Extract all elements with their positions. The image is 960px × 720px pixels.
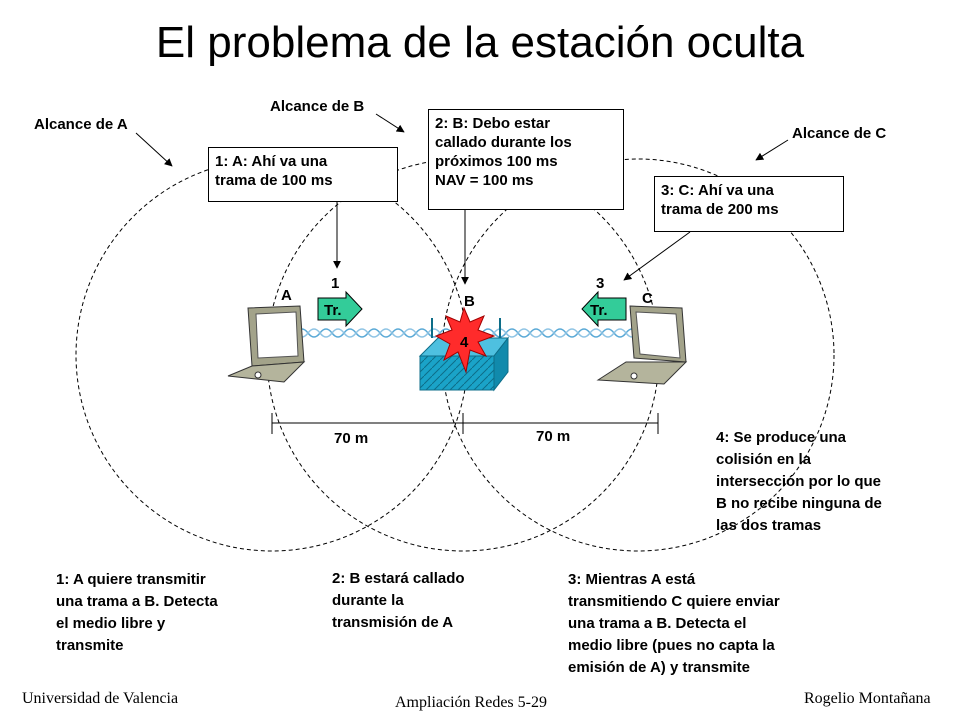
collision-star — [434, 306, 496, 374]
pointer-range-b — [375, 113, 405, 133]
note-step-2-line-2: durante la — [332, 592, 404, 609]
distance-label-left: 70 m — [334, 430, 369, 447]
note-step-3-line-2: transmitiendo C quiere enviar — [568, 593, 780, 610]
note-step-1-line-1: 1: A quiere transmitir — [56, 571, 206, 588]
callout-a-line-1: 1: A: Ahí va una — [215, 153, 328, 170]
footer-right: Rogelio Montañana — [804, 690, 931, 707]
pointer-callout-c — [623, 231, 691, 281]
note-step-1: 1: A quiere transmitir una trama a B. De… — [56, 569, 218, 657]
note-step-3-line-5: emisión de A) y transmite — [568, 659, 750, 676]
range-label-a: Alcance de A — [34, 116, 128, 133]
collision-number: 4 — [460, 334, 469, 351]
note-step-3: 3: Mientras A está transmitiendo C quier… — [568, 569, 780, 679]
laptop-a — [227, 305, 306, 383]
note-collision-line-5: las dos tramas — [716, 517, 822, 534]
pointer-range-a — [135, 132, 173, 167]
pointer-range-c — [755, 139, 789, 161]
note-step-2: 2: B estará callado durante la transmisi… — [332, 568, 465, 634]
note-step-2-line-1: 2: B estará callado — [332, 570, 465, 587]
node-label-b: B — [464, 293, 475, 310]
step-label-a: 1 — [331, 275, 340, 292]
step-label-c: 3 — [596, 275, 605, 292]
note-step-1-line-4: transmite — [56, 637, 124, 654]
range-circle-c — [441, 158, 835, 552]
node-label-c: C — [642, 290, 653, 307]
callout-b-line-3: próximos 100 ms — [435, 153, 558, 170]
callout-c: 3: C: Ahí va una trama de 200 ms — [654, 176, 844, 232]
node-label-a: A — [281, 287, 292, 304]
distance-label-right: 70 m — [536, 428, 571, 445]
callout-b: 2: B: Debo estar callado durante los pró… — [428, 109, 624, 210]
note-step-3-line-1: 3: Mientras A está — [568, 571, 696, 588]
callout-c-line-2: trama de 200 ms — [661, 201, 779, 218]
distance-ruler — [271, 413, 659, 434]
laptop-c — [596, 305, 688, 385]
callout-b-line-2: callado durante los — [435, 134, 572, 151]
footer-center: Ampliación Redes 5-29 — [395, 694, 547, 711]
page-title: El problema de la estación oculta — [155, 18, 805, 67]
access-point-b — [418, 318, 510, 392]
note-step-3-line-4: medio libre (pues no capta la — [568, 637, 775, 654]
footer-left: Universidad de Valencia — [22, 690, 179, 707]
note-collision: 4: Se produce una colisión en la interse… — [716, 427, 882, 537]
note-collision-line-1: 4: Se produce una — [716, 429, 847, 446]
tr-label-a: Tr. — [324, 302, 342, 319]
note-step-3-line-3: una trama a B. Detecta el — [568, 615, 747, 632]
note-collision-line-3: intersección por lo que — [716, 473, 882, 490]
note-step-1-line-2: una trama a B. Detecta — [56, 593, 218, 610]
callout-a: 1: A: Ahí va una trama de 100 ms — [208, 147, 398, 202]
callout-c-line-1: 3: C: Ahí va una — [661, 182, 774, 199]
callout-a-line-2: trama de 100 ms — [215, 172, 333, 189]
transmit-arrow-c — [581, 290, 627, 328]
note-collision-line-2: colisión en la — [716, 451, 812, 468]
range-label-b: Alcance de B — [270, 98, 365, 115]
note-step-2-line-3: transmisión de A — [332, 614, 454, 631]
wireless-link-c-b — [481, 328, 651, 338]
callout-b-line-4: NAV = 100 ms — [435, 172, 534, 189]
transmit-arrow-a — [317, 290, 363, 328]
range-label-c: Alcance de C — [792, 125, 887, 142]
callout-b-line-1: 2: B: Debo estar — [435, 115, 551, 132]
tr-label-c: Tr. — [590, 302, 608, 319]
note-collision-line-4: B no recibe ninguna de — [716, 495, 882, 512]
note-step-1-line-3: el medio libre y — [56, 615, 166, 632]
